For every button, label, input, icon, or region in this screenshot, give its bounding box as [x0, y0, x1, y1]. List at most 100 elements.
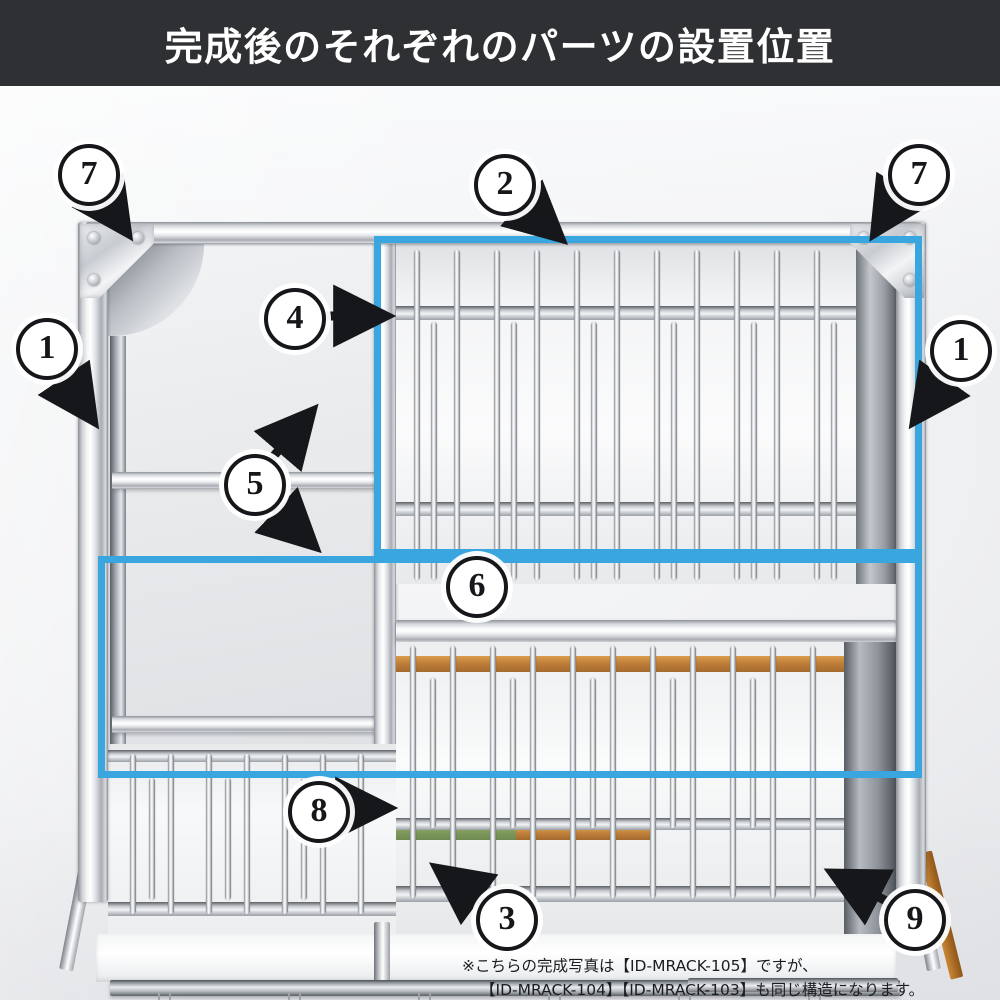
callout-7-left[interactable]: 7: [58, 144, 120, 206]
divider-rod: [130, 754, 136, 914]
callout-2[interactable]: 2: [474, 154, 536, 216]
divider-rod: [730, 646, 736, 898]
s-hook: [808, 993, 821, 1000]
divider-rod: [574, 250, 580, 580]
screw: [858, 232, 870, 244]
callout-label: 1: [38, 329, 56, 366]
divider-rod: [414, 250, 420, 580]
divider-rod: [511, 322, 517, 580]
lower-right-basket: [396, 642, 896, 934]
green-backing-strip: [396, 828, 516, 840]
callout-label: 5: [246, 465, 264, 502]
divider-rod: [590, 678, 596, 828]
divider-rod: [206, 754, 212, 914]
callout-label: 4: [286, 299, 304, 336]
divider-rod: [814, 250, 820, 580]
divider-rod: [671, 322, 677, 580]
left-inner-strip: [110, 336, 126, 744]
callout-label: 3: [498, 900, 516, 937]
callout-label: 7: [910, 155, 928, 192]
divider-rod: [494, 250, 500, 580]
screw: [904, 274, 916, 286]
divider-rod: [831, 322, 837, 580]
divider-rod: [670, 678, 676, 828]
callout-label: 7: [80, 155, 98, 192]
divider-rod: [694, 250, 700, 580]
header-banner: 完成後のそれぞれのパーツの設置位置: [0, 0, 1000, 86]
divider-rod: [614, 250, 620, 580]
basket-back-band-bottom: [396, 502, 896, 516]
screw: [132, 232, 144, 244]
footnote-line-1: ※こちらの完成写真は【ID-MRACK-105】ですが、: [462, 957, 818, 975]
callout-label: 1: [952, 331, 970, 368]
divider-rod: [570, 646, 576, 898]
s-hook: [288, 993, 301, 1000]
callout-1-right[interactable]: 1: [930, 320, 992, 382]
s-hook: [548, 993, 561, 1000]
product-photo: 7 2 7 1 1 4 5 6 8 3 9 ※こちらの完成写真は【ID-MRAC…: [0, 86, 1000, 1000]
divider-rod: [610, 646, 616, 898]
vertical-divider-part4: [374, 238, 396, 758]
divider-rod: [654, 250, 660, 580]
upper-right-basket: [396, 244, 896, 584]
basket-back-band-top: [396, 306, 896, 320]
divider-rod: [450, 646, 456, 898]
divider-rod: [244, 754, 250, 914]
basket-side-panel: [844, 642, 896, 934]
divider-rod: [454, 250, 460, 580]
divider-rod: [530, 646, 536, 898]
divider-rod: [750, 678, 756, 828]
divider-rod: [358, 754, 364, 914]
middle-support-bar-part6: [396, 620, 896, 644]
footnote: ※こちらの完成写真は【ID-MRACK-105】ですが、 【ID-MRACK-1…: [462, 954, 982, 1000]
divider-rod: [510, 678, 516, 828]
screw: [904, 232, 916, 244]
divider-rod: [734, 250, 740, 580]
divider-rod: [591, 322, 597, 580]
divider-rod: [431, 322, 437, 580]
wood-backing-strip: [396, 656, 856, 672]
basket-rail-bottom: [108, 902, 396, 916]
basket-rail-bottom: [396, 886, 896, 902]
callout-label: 9: [906, 900, 924, 937]
frame-post-right-part1: [896, 222, 926, 902]
s-hook: [158, 993, 171, 1000]
divider-rod: [774, 250, 780, 580]
callout-8[interactable]: 8: [288, 781, 350, 843]
divider-rod: [490, 646, 496, 898]
callout-4[interactable]: 4: [264, 288, 326, 350]
callout-6[interactable]: 6: [446, 556, 508, 618]
screw: [88, 232, 100, 244]
callout-5[interactable]: 5: [224, 454, 286, 516]
divider-rod: [650, 646, 656, 898]
callout-9[interactable]: 9: [884, 889, 946, 951]
divider-rod: [751, 322, 757, 580]
callout-label: 6: [468, 567, 486, 604]
bottom-bracket-part9: [688, 978, 898, 992]
s-hook: [678, 993, 691, 1000]
lower-left-basket: [108, 744, 396, 934]
basket-side-panel: [856, 244, 896, 584]
divider-rod: [410, 646, 416, 898]
callout-1-left[interactable]: 1: [16, 318, 78, 380]
callout-7-right[interactable]: 7: [888, 144, 950, 206]
divider-rod: [534, 250, 540, 580]
footnote-line-2: 【ID-MRACK-104】【ID-MRACK-103】も同じ構造になります。: [480, 981, 925, 1000]
divider-rod: [168, 754, 174, 914]
divider-rod: [149, 778, 155, 900]
callout-3[interactable]: 3: [476, 889, 538, 951]
divider-rod: [430, 678, 436, 828]
shelf-lower: [112, 716, 384, 733]
top-rail-part2: [86, 222, 918, 244]
wood-backing-strip: [516, 828, 656, 840]
screw: [88, 274, 100, 286]
divider-rod: [282, 754, 288, 914]
dish-rack-assembly: [59, 222, 964, 1000]
basket-rail-top: [108, 750, 396, 762]
basket-rail-mid: [396, 818, 896, 830]
divider-rod: [690, 646, 696, 898]
center-post-part8: [374, 922, 390, 990]
s-hook: [418, 993, 431, 1000]
callout-label: 8: [310, 792, 328, 829]
